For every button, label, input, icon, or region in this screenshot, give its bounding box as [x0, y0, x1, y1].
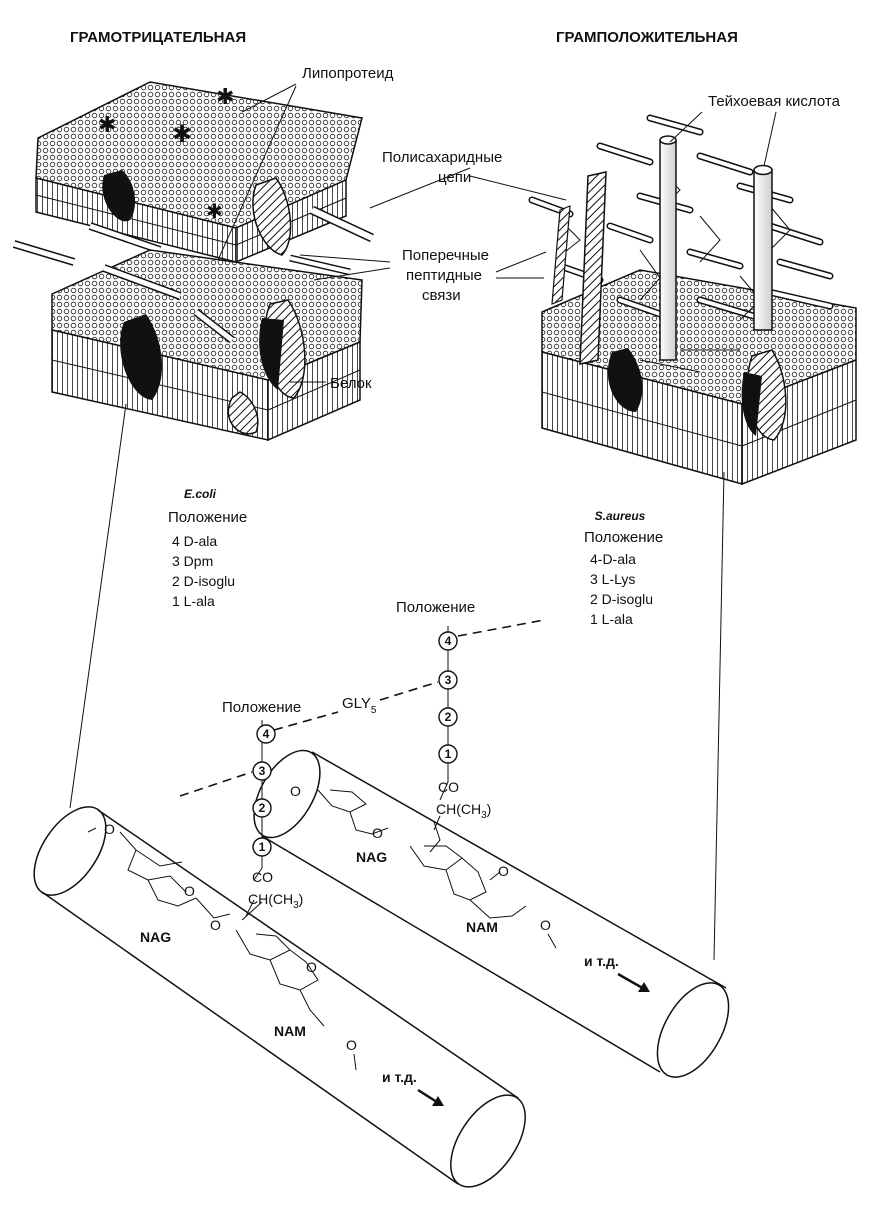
ecoli-peptide-chain: 4 3 2 1 CO CH(CH3) Положение	[222, 699, 303, 917]
leader-lines	[69, 83, 777, 961]
oxygen-label: O	[210, 917, 221, 933]
svg-text:✱: ✱	[172, 121, 192, 148]
lipoprotein-label: Липопротеид	[302, 65, 394, 82]
ecoli-organism: E.coli	[184, 487, 217, 501]
saureus-circle-4: 4	[445, 634, 452, 648]
ecoli-circle-1: 1	[259, 840, 266, 854]
etc-label-right: и т.д.	[584, 953, 619, 969]
ecoli-position-2: 2 D-isoglu	[172, 573, 235, 589]
svg-text:✱: ✱	[98, 112, 116, 137]
saureus-position-3: 3 L-Lys	[590, 571, 635, 587]
gram-positive-membrane	[528, 114, 857, 486]
crosslink-label-2: пептидные	[406, 267, 482, 284]
ecoli-chain-position-label: Положение	[222, 699, 301, 716]
etc-label-left: и т.д.	[382, 1069, 417, 1085]
crosslink-label-3: связи	[422, 287, 461, 304]
ecoli-nam-label: NAM	[274, 1023, 306, 1039]
protein-label: Белок	[330, 375, 372, 392]
gly5-cross-bridge: GLY5	[179, 619, 545, 797]
saureus-heading: Положение	[584, 529, 663, 546]
saureus-circle-1: 1	[445, 747, 452, 761]
saureus-chain-position-label: Положение	[396, 599, 475, 616]
saureus-glycan-cylinder	[253, 749, 730, 1078]
oxygen-label: O	[306, 959, 317, 975]
gram-positive-title: ГРАМПОЛОЖИТЕЛЬНАЯ	[556, 29, 738, 46]
gram-negative-membrane: ✱ ✱ ✱ ✱	[12, 81, 374, 442]
gram-negative-title: ГРАМОТРИЦАТЕЛЬНАЯ	[70, 29, 246, 46]
ecoli-heading: Положение	[168, 509, 247, 526]
oxygen-label: O	[184, 883, 195, 899]
ecoli-circle-3: 3	[259, 764, 266, 778]
gly5-label: GLY5	[342, 695, 377, 716]
saureus-chch3: CH(CH3)	[436, 801, 491, 821]
ecoli-position-4: 4 D-ala	[172, 533, 217, 549]
saureus-peptide-chain: 4 3 2 1 CO CH(CH3) Положение	[396, 599, 491, 831]
oxygen-label: O	[540, 917, 551, 933]
saureus-organism: S.aureus	[595, 509, 646, 523]
polysaccharide-label-1: Полисахаридные	[382, 149, 502, 166]
saureus-position-1: 1 L-ala	[590, 611, 633, 627]
ecoli-positions: E.coli Положение 4 D-ala 3 Dpm 2 D-isogl…	[168, 487, 247, 609]
oxygen-label: O	[290, 783, 301, 799]
etc-arrow-right: и т.д.	[584, 953, 650, 992]
ecoli-co: CO	[252, 869, 273, 885]
saureus-circle-3: 3	[445, 673, 452, 687]
saureus-nag-label: NAG	[356, 849, 387, 865]
ecoli-circle-2: 2	[259, 801, 266, 815]
oxygen-label: O	[104, 821, 115, 837]
saureus-position-2: 2 D-isoglu	[590, 591, 653, 607]
ecoli-position-3: 3 Dpm	[172, 553, 213, 569]
polysaccharide-label-2: цепи	[438, 169, 471, 186]
crosslink-label-1: Поперечные	[402, 247, 489, 264]
oxygen-label: O	[346, 1037, 357, 1053]
ecoli-circle-4: 4	[263, 727, 270, 741]
oxygen-label: O	[372, 825, 383, 841]
saureus-circle-2: 2	[445, 710, 452, 724]
svg-text:✱: ✱	[206, 201, 223, 223]
saureus-positions: S.aureus Положение 4-D-ala 3 L-Lys 2 D-i…	[584, 509, 663, 627]
saureus-nam-label: NAM	[466, 919, 498, 935]
oxygen-label: O	[498, 863, 509, 879]
saureus-position-4: 4-D-ala	[590, 551, 636, 567]
saureus-co: CO	[438, 779, 459, 795]
svg-text:✱: ✱	[216, 84, 234, 109]
etc-arrow-left: и т.д.	[382, 1069, 444, 1106]
ecoli-nag-label: NAG	[140, 929, 171, 945]
ecoli-glycan-cylinder	[33, 806, 526, 1188]
ecoli-position-1: 1 L-ala	[172, 593, 215, 609]
ecoli-chch3: CH(CH3)	[248, 891, 303, 911]
teichoic-acid-label: Тейхоевая кислота	[708, 93, 841, 110]
